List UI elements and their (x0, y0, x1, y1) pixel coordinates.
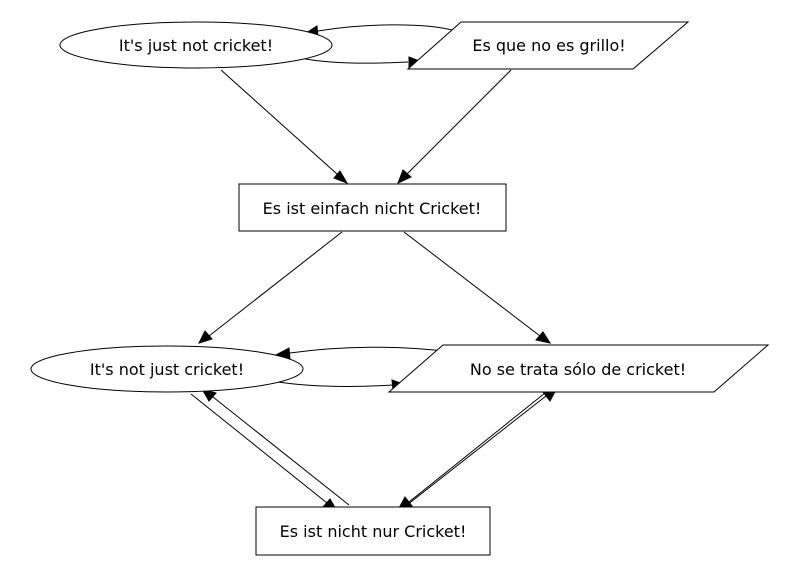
edge-n1-to-n2 (299, 56, 424, 69)
node-n5: No se trata sólo de cricket! (387, 344, 770, 393)
node-n1-ellipse (59, 21, 333, 69)
edge-n6-to-n5 (406, 387, 559, 506)
node-n1-label: It's just not cricket! (119, 36, 273, 55)
edges (190, 24, 559, 512)
node-n1: It's just not cricket! (59, 21, 333, 69)
edge-n3-to-n4 (198, 231, 343, 344)
edge-n3-to-n5 (403, 231, 552, 344)
edge-n4-to-n6 (190, 393, 339, 512)
node-n5-label: No se trata sólo de cricket! (470, 360, 686, 379)
edge-n5-to-n4 (274, 346, 452, 360)
node-n5-parallelogram (387, 344, 770, 393)
node-n4-label: It's not just cricket! (90, 360, 244, 379)
node-n6-label: Es ist nicht nur Cricket! (280, 522, 467, 541)
edge-n2-to-n3 (397, 69, 512, 184)
node-n4: It's not just cricket! (30, 345, 304, 393)
edge-n2-to-n1 (304, 24, 453, 38)
node-n4-ellipse (30, 345, 304, 393)
node-n2: Es que no es grillo! (406, 21, 690, 70)
node-n3: Es ist einfach nicht Cricket! (238, 183, 507, 232)
node-n2-label: Es que no es grillo! (472, 36, 625, 55)
node-n2-parallelogram (406, 21, 690, 70)
edge-n5-to-n6 (396, 392, 546, 511)
edge-n1-to-n3 (220, 69, 349, 184)
node-n3-box (238, 183, 507, 232)
edge-n6-to-n4 (200, 388, 350, 506)
node-n6-box (255, 506, 491, 556)
edge-n4-to-n5 (277, 379, 408, 391)
node-n3-label: Es ist einfach nicht Cricket! (263, 199, 482, 218)
node-n6: Es ist nicht nur Cricket! (255, 506, 491, 556)
